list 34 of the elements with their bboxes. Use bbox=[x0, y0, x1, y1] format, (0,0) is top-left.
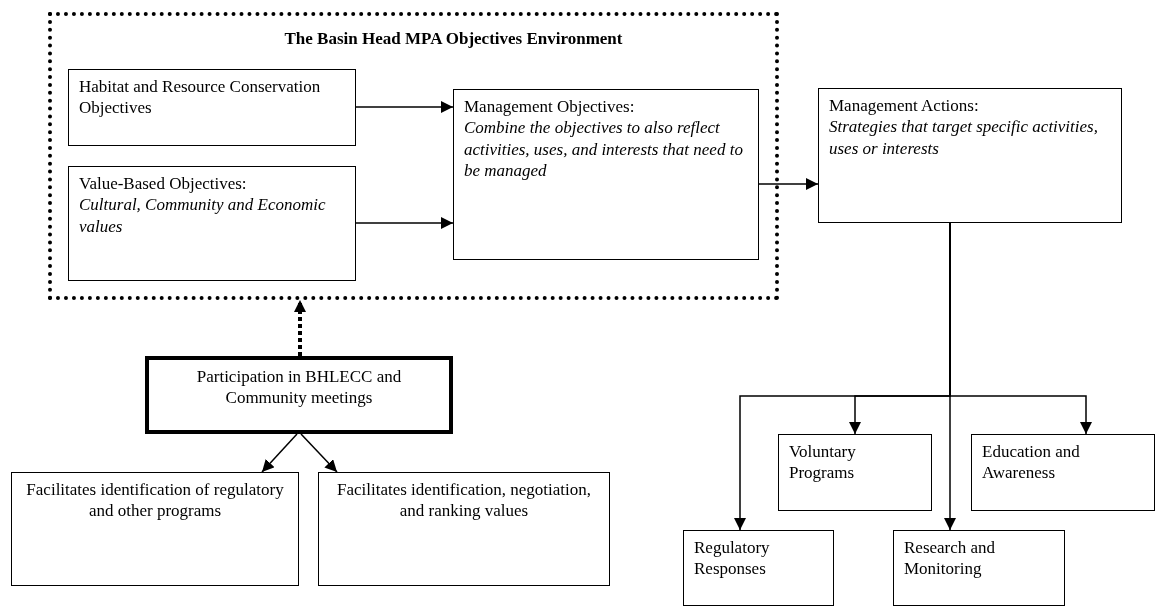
arrow bbox=[261, 433, 298, 473]
box-heading: Facilitates identification, negotiation, and ranking values bbox=[336, 479, 592, 522]
arrow bbox=[758, 178, 819, 190]
process-box bbox=[971, 434, 1155, 511]
arrow bbox=[949, 222, 1092, 435]
process-box bbox=[683, 530, 834, 606]
box-heading: Management Objectives: bbox=[464, 96, 636, 118]
process-box bbox=[68, 166, 356, 281]
arrow bbox=[355, 217, 454, 229]
process-box bbox=[818, 88, 1122, 223]
process-box bbox=[145, 356, 453, 434]
box-heading: Regulatory Responses bbox=[694, 537, 771, 580]
box-heading: Education and Awareness bbox=[982, 441, 1081, 484]
arrow bbox=[294, 300, 306, 356]
box-heading: Research and Monitoring bbox=[904, 537, 997, 580]
arrow bbox=[300, 433, 338, 473]
process-box bbox=[778, 434, 932, 511]
box-heading: Facilitates identification of regulatory and other programs bbox=[25, 479, 285, 522]
process-box bbox=[453, 89, 759, 260]
box-heading: Value-Based Objectives: bbox=[79, 173, 248, 195]
arrow bbox=[355, 101, 454, 113]
box-heading: Habitat and Resource Conservation Objectives bbox=[79, 76, 322, 119]
box-description: Strategies that target specific activities, uses or interests bbox=[829, 116, 1099, 159]
box-description: Cultural, Community and Economic values bbox=[79, 194, 327, 237]
group-title: The Basin Head MPA Objectives Environment bbox=[283, 28, 624, 50]
box-heading: Management Actions: bbox=[829, 95, 980, 117]
process-box bbox=[893, 530, 1065, 606]
process-box bbox=[11, 472, 299, 586]
process-box bbox=[68, 69, 356, 146]
box-description: Combine the objectives to also reflect activities, uses, and interests that need to be managed bbox=[464, 117, 744, 181]
process-box bbox=[318, 472, 610, 586]
box-heading: Participation in BHLECC and Community meetings bbox=[195, 366, 403, 409]
group-frame bbox=[48, 12, 779, 300]
box-heading: Voluntary Programs bbox=[789, 441, 857, 484]
